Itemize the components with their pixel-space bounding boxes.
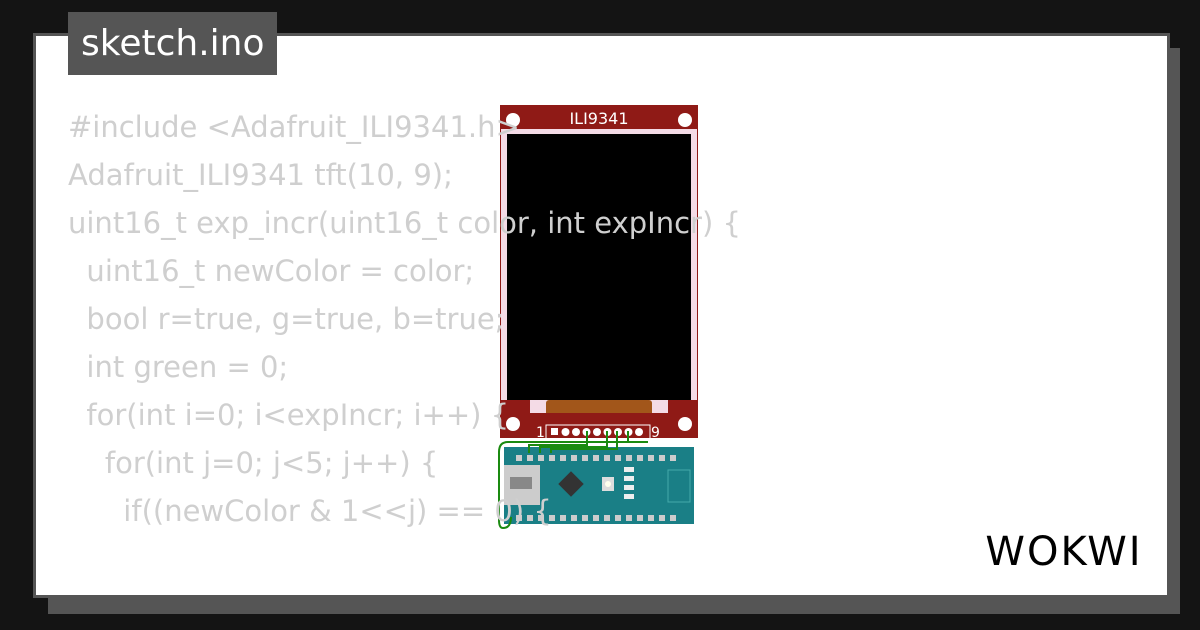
display-pin [561, 428, 570, 436]
logo-text: WOKWI [985, 529, 1142, 575]
header-pin [516, 515, 522, 521]
ili9341-display: ILI9341 1 9 [500, 105, 698, 441]
header-pin [626, 515, 632, 521]
header-pin [571, 515, 577, 521]
header-pin [582, 515, 588, 521]
header-pin [659, 515, 665, 521]
header-pin [538, 455, 544, 461]
header-pin [593, 515, 599, 521]
display-pin [593, 428, 601, 436]
header-pin [527, 455, 533, 461]
display-pin [635, 428, 643, 436]
header-pin [615, 455, 621, 461]
header-pin [560, 455, 566, 461]
display-pin [551, 428, 558, 435]
header-pin [516, 455, 522, 461]
header-pin [659, 455, 665, 461]
display-label: ILI9341 [569, 109, 628, 128]
code-line: #include <Adafruit_ILI9341.h> [68, 110, 520, 144]
mount-hole [506, 417, 520, 431]
header-pin [637, 455, 643, 461]
header-pin [549, 455, 555, 461]
header-pin [615, 515, 621, 521]
header-pin [637, 515, 643, 521]
header-pin [670, 515, 676, 521]
pin-label-first: 1 [536, 425, 545, 441]
wokwi-logo: WOKWI [985, 529, 1142, 575]
header-pin [593, 455, 599, 461]
code-preview: #include <Adafruit_ILI9341.h> Adafruit_IL… [68, 103, 741, 535]
header-pin [604, 455, 610, 461]
mount-hole [678, 113, 692, 127]
code-line: int green = 0; [68, 350, 289, 384]
code-line: for(int i=0; i<expIncr; i++) { [68, 398, 510, 432]
code-line: bool r=true, g=true, b=true; [68, 302, 505, 336]
header-pin [560, 515, 566, 521]
display-pin [572, 428, 580, 436]
header-pin [527, 515, 533, 521]
header-pin [670, 455, 676, 461]
circuit-diagram: ILI9341 1 9 [498, 105, 698, 530]
header-pin [626, 455, 632, 461]
wires [498, 431, 648, 530]
arduino-nano [504, 447, 694, 524]
chip-icon [558, 471, 584, 497]
header-pin [648, 455, 654, 461]
header-pin [571, 455, 577, 461]
code-line: Adafruit_ILI9341 tft(10, 9); [68, 158, 453, 192]
header-pin [648, 515, 654, 521]
header-pin [604, 515, 610, 521]
sketch-filename: sketch.ino [68, 12, 278, 75]
header-pin [582, 455, 588, 461]
code-line: for(int j=0; j<5; j++) { [68, 446, 439, 480]
header-pin [549, 515, 555, 521]
pin-label-last: 9 [651, 425, 660, 441]
mount-hole [506, 113, 520, 127]
mount-hole [678, 417, 692, 431]
code-line: uint16_t exp_incr(uint16_t color, int ex… [68, 206, 741, 240]
code-line: if((newColor & 1<<j) == 0) { [68, 494, 552, 528]
header-pin [538, 515, 544, 521]
code-line: uint16_t newColor = color; [68, 254, 475, 288]
